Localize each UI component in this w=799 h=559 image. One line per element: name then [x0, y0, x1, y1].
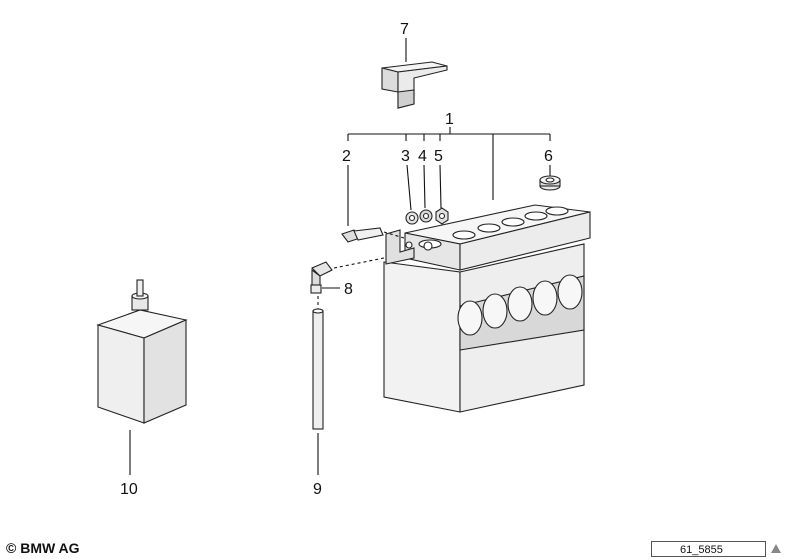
part-2-bolt	[341, 227, 384, 243]
part-3-washer	[405, 211, 419, 225]
part-1-battery	[383, 204, 591, 413]
callout-1: 1	[445, 111, 454, 128]
callout-10: 10	[120, 481, 138, 498]
callout-5: 5	[434, 148, 443, 165]
callout-1-leader	[347, 127, 551, 200]
callout-9: 9	[313, 481, 322, 498]
diagram-reference-number: 61_5855	[651, 541, 766, 557]
copyright-text: © BMW AG	[6, 540, 80, 556]
part-10-acid-bottle	[96, 279, 188, 424]
callout-3: 3	[401, 148, 410, 165]
part-5-nut	[435, 207, 449, 225]
callout-7: 7	[400, 21, 409, 38]
part-4-spring-washer	[419, 209, 433, 223]
callout-8: 8	[344, 281, 353, 298]
part-6-vent-plug	[539, 175, 561, 191]
callout-2: 2	[342, 148, 351, 165]
callout-4: 4	[418, 148, 427, 165]
part-8-hose-elbow	[310, 261, 333, 294]
part-7-bracket-cover	[381, 61, 448, 109]
callout-6: 6	[544, 148, 553, 165]
part-9-vent-tube	[312, 308, 324, 430]
warning-triangle-icon	[771, 544, 781, 553]
